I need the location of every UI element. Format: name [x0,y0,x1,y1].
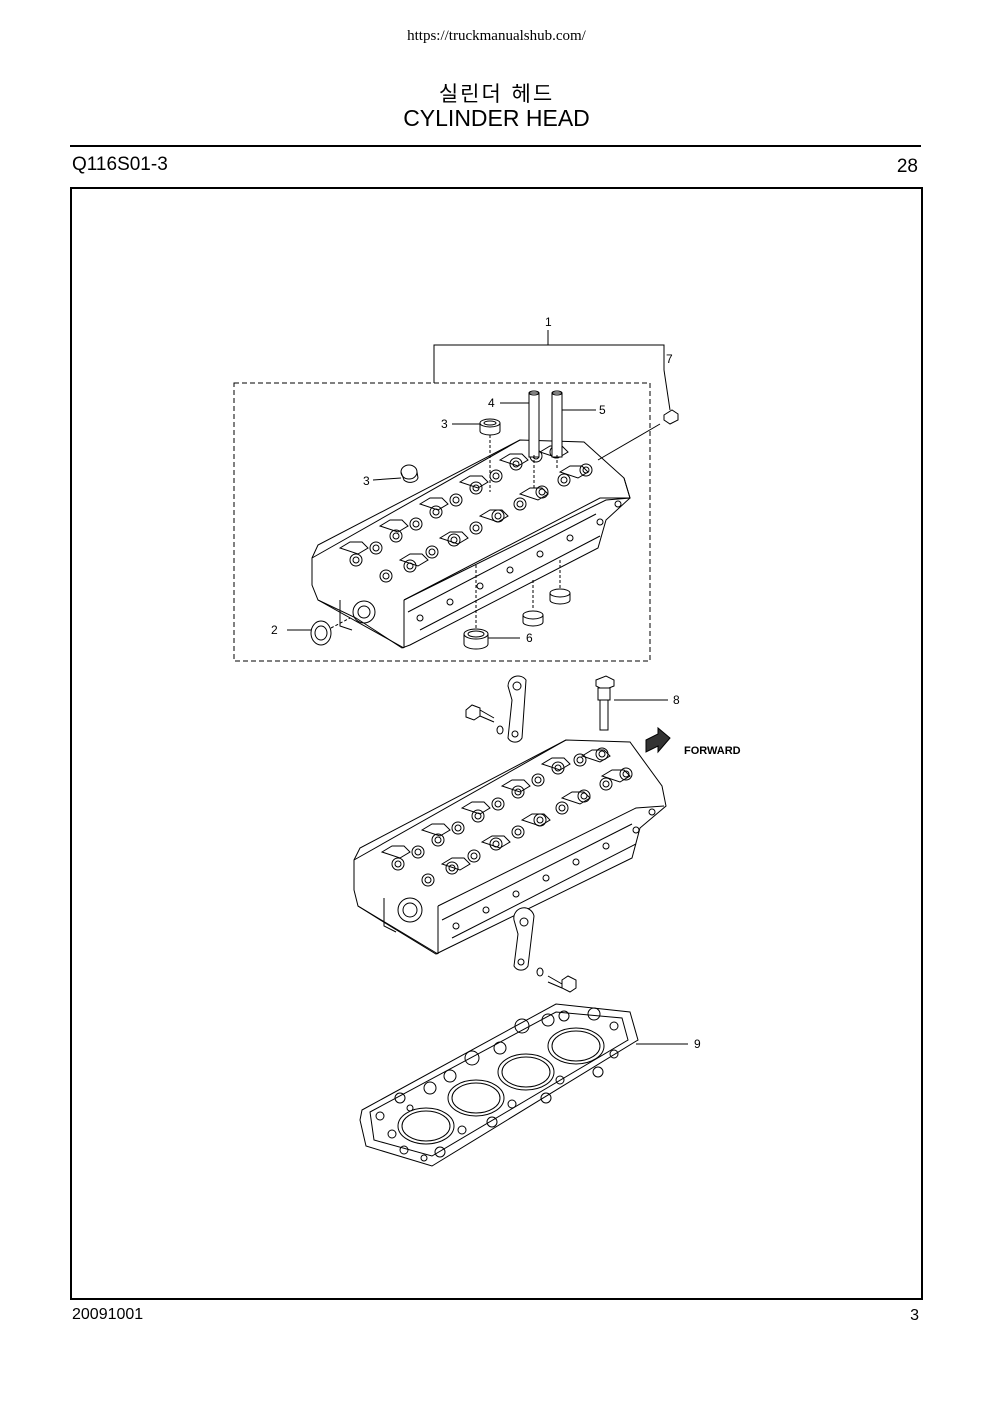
forward-arrow-icon [645,726,671,754]
bolt-hex-upper [465,704,504,735]
bolt-hex-lower [536,967,577,993]
page-number: 28 [896,156,918,177]
title-korean: 실린더 헤드 [438,82,555,106]
source-url[interactable]: https://truckmanualshub.com/ [407,28,586,44]
callout-6: 6 [526,631,533,645]
engine-hanger-upper [507,675,527,743]
engine-hanger-lower [513,907,535,971]
head-gasket-9 [359,1003,688,1167]
callout-8: 8 [673,693,680,707]
callout-1: 1 [545,315,552,329]
lower-cylinder-head [353,739,667,955]
callout-4: 4 [488,396,495,410]
callout-2: 2 [271,623,278,637]
callout-7: 7 [666,352,673,366]
footer-date: 20091001 [72,1306,144,1323]
seal-ring-2 [310,620,332,646]
callout-3-side: 3 [363,474,370,488]
valve-seat-ring-a [522,610,544,627]
plug-7 [663,369,679,425]
valve-seat-6 [463,628,489,650]
plug-3-side [400,464,419,483]
valve-guide-5 [551,392,563,458]
page-title: CYLINDER HEAD [403,105,590,131]
upper-cylinder-head [311,439,631,649]
header-rule [70,145,921,147]
callout-3-upper: 3 [441,417,448,431]
valve-guide-4 [528,392,540,458]
callout-1-bracket [433,344,665,383]
callout-5: 5 [599,403,606,417]
diagram-code: Q116S01-3 [72,154,168,175]
footer-sheet-number: 3 [910,1307,919,1324]
head-bolt-8 [595,675,668,731]
plug-3-upper [479,418,501,436]
valve-seat-ring-b [549,588,571,605]
forward-label: FORWARD [684,745,741,757]
callout-9: 9 [694,1037,701,1051]
diagram-frame [70,187,923,1300]
assembly-dashed-box [233,382,651,662]
